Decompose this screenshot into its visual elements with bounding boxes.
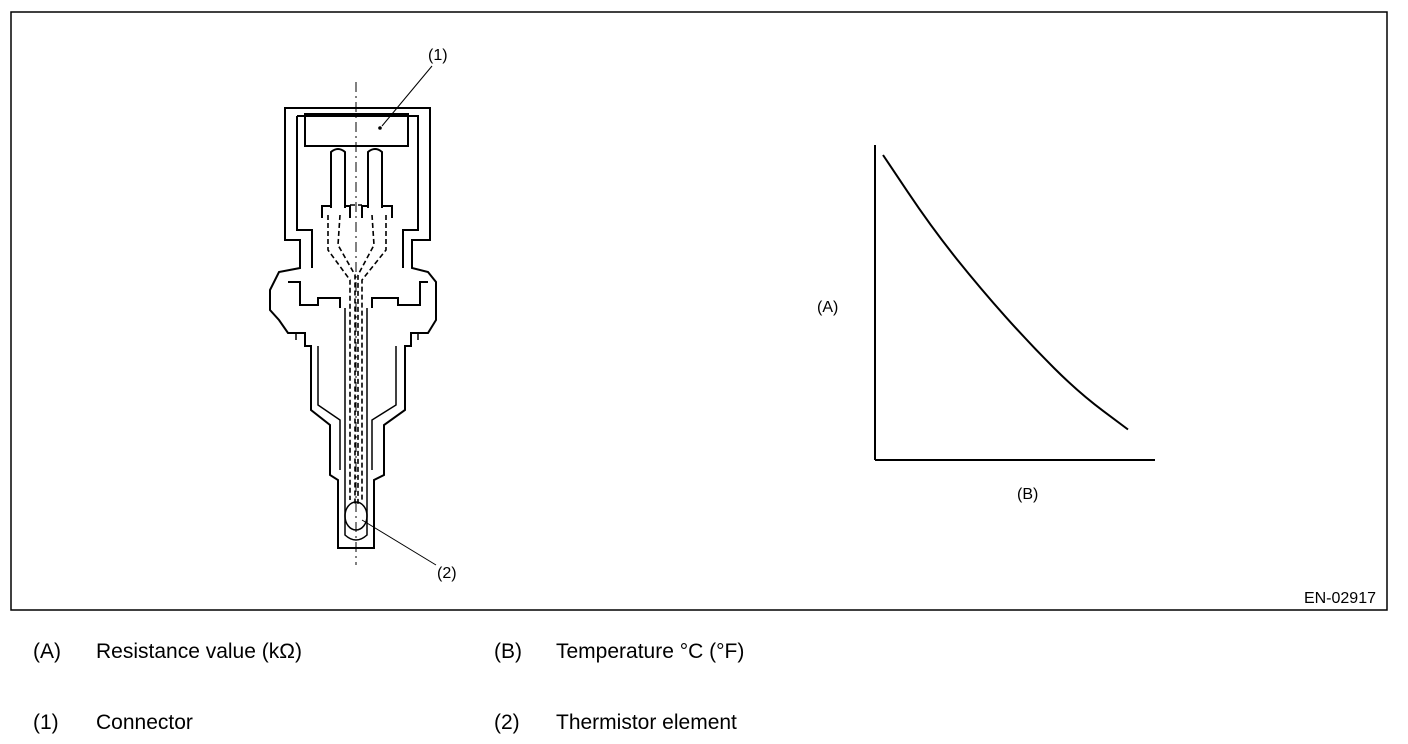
terminal-feet: [321, 205, 393, 218]
legend-2-text: Thermistor element: [556, 711, 737, 734]
x-axis-label: (B): [1017, 486, 1038, 503]
callout-1-leader: [381, 65, 433, 127]
figure-frame: [10, 11, 1388, 611]
sensor-outer-outline: [269, 107, 437, 549]
callout-1-label: (1): [428, 47, 448, 64]
inner-bore: [344, 308, 368, 541]
callout-2-leader: [361, 519, 437, 566]
thread-section: [295, 333, 419, 470]
legend-a-text: Resistance value (kΩ): [96, 640, 302, 663]
legend-b-text: Temperature °C (°F): [556, 640, 745, 663]
housing-inner-wall: [296, 115, 419, 268]
legend-b-key: (B): [494, 640, 522, 663]
terminal-pin-left: [330, 148, 346, 208]
legend-1-text: Connector: [96, 711, 193, 734]
resistance-curve: [882, 154, 1129, 431]
sensor-drawing: [269, 82, 437, 565]
legend-1-key: (1): [33, 711, 59, 734]
hex-shoulder: [288, 281, 428, 308]
y-axis-label: (A): [817, 299, 838, 316]
callout-1-dot: [378, 126, 382, 130]
legend-2-key: (2): [494, 711, 520, 734]
figure-code: EN-02917: [1304, 590, 1376, 607]
terminal-pin-right: [367, 148, 383, 208]
legend-a-key: (A): [33, 640, 61, 663]
callout-2-label: (2): [437, 565, 457, 582]
internal-leads: [327, 204, 387, 505]
resistance-temperature-chart: (A) (B): [817, 145, 1155, 503]
figure: (1) (2) (A) (B) EN-02917: [10, 11, 1388, 611]
